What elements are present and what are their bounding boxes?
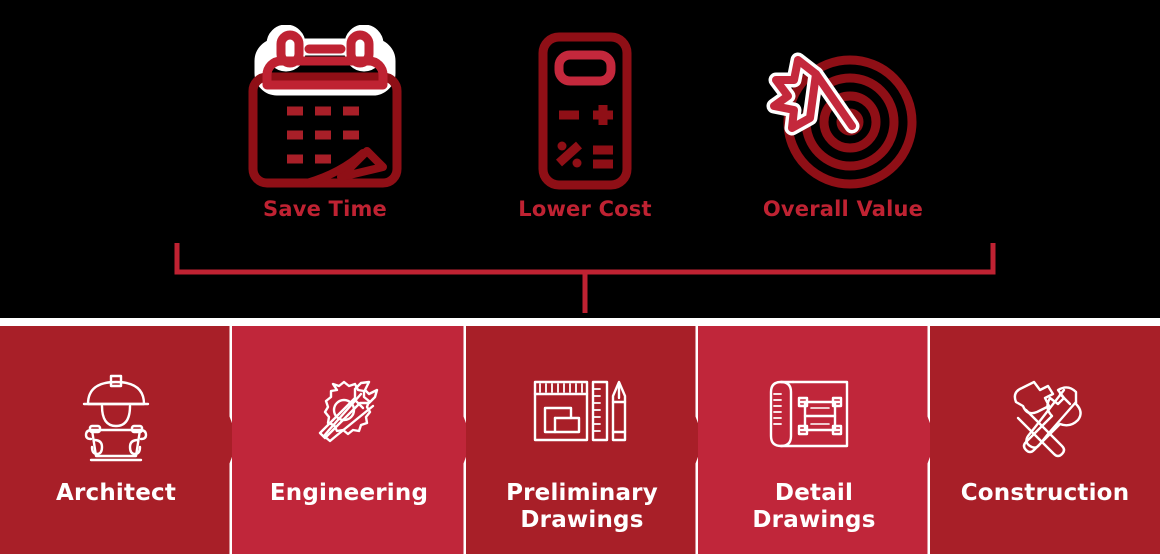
gear-tools-icon — [299, 368, 399, 468]
step-label: Engineering — [269, 480, 429, 506]
process-steps: Architect — [0, 326, 1160, 554]
hammer-wrench-icon — [990, 368, 1100, 468]
process-step-detail-drawings[interactable]: Detail Drawings — [698, 326, 939, 554]
step-label: Construction — [960, 480, 1130, 506]
calculator-icon — [470, 22, 700, 197]
benefit-label: Overall Value — [762, 197, 924, 221]
benefit-overall-value[interactable]: Overall Value — [728, 22, 958, 221]
process-step-engineering[interactable]: Engineering — [232, 326, 475, 554]
hard-hat-worker-icon — [66, 368, 166, 468]
step-label: Detail Drawings — [752, 480, 876, 533]
rolled-blueprint-icon — [759, 368, 869, 468]
benefits-section: Save Time — [174, 22, 996, 313]
blueprint-ruler-pencil-icon — [527, 368, 637, 468]
benefit-label: Lower Cost — [518, 197, 652, 221]
process-step-architect[interactable]: Architect — [0, 326, 241, 554]
target-dart-icon — [728, 22, 958, 197]
step-label: Preliminary Drawings — [506, 480, 658, 533]
divider-bottom — [0, 554, 1160, 560]
process-step-construction[interactable]: Construction — [930, 326, 1160, 554]
divider-top — [0, 318, 1160, 326]
process-step-preliminary-drawings[interactable]: Preliminary Drawings — [466, 326, 707, 554]
benefit-lower-cost[interactable]: Lower Cost — [470, 22, 700, 221]
benefit-save-time[interactable]: Save Time — [210, 22, 440, 221]
step-label: Architect — [55, 480, 177, 506]
benefit-label: Save Time — [263, 197, 387, 221]
calendar-icon — [210, 22, 440, 197]
